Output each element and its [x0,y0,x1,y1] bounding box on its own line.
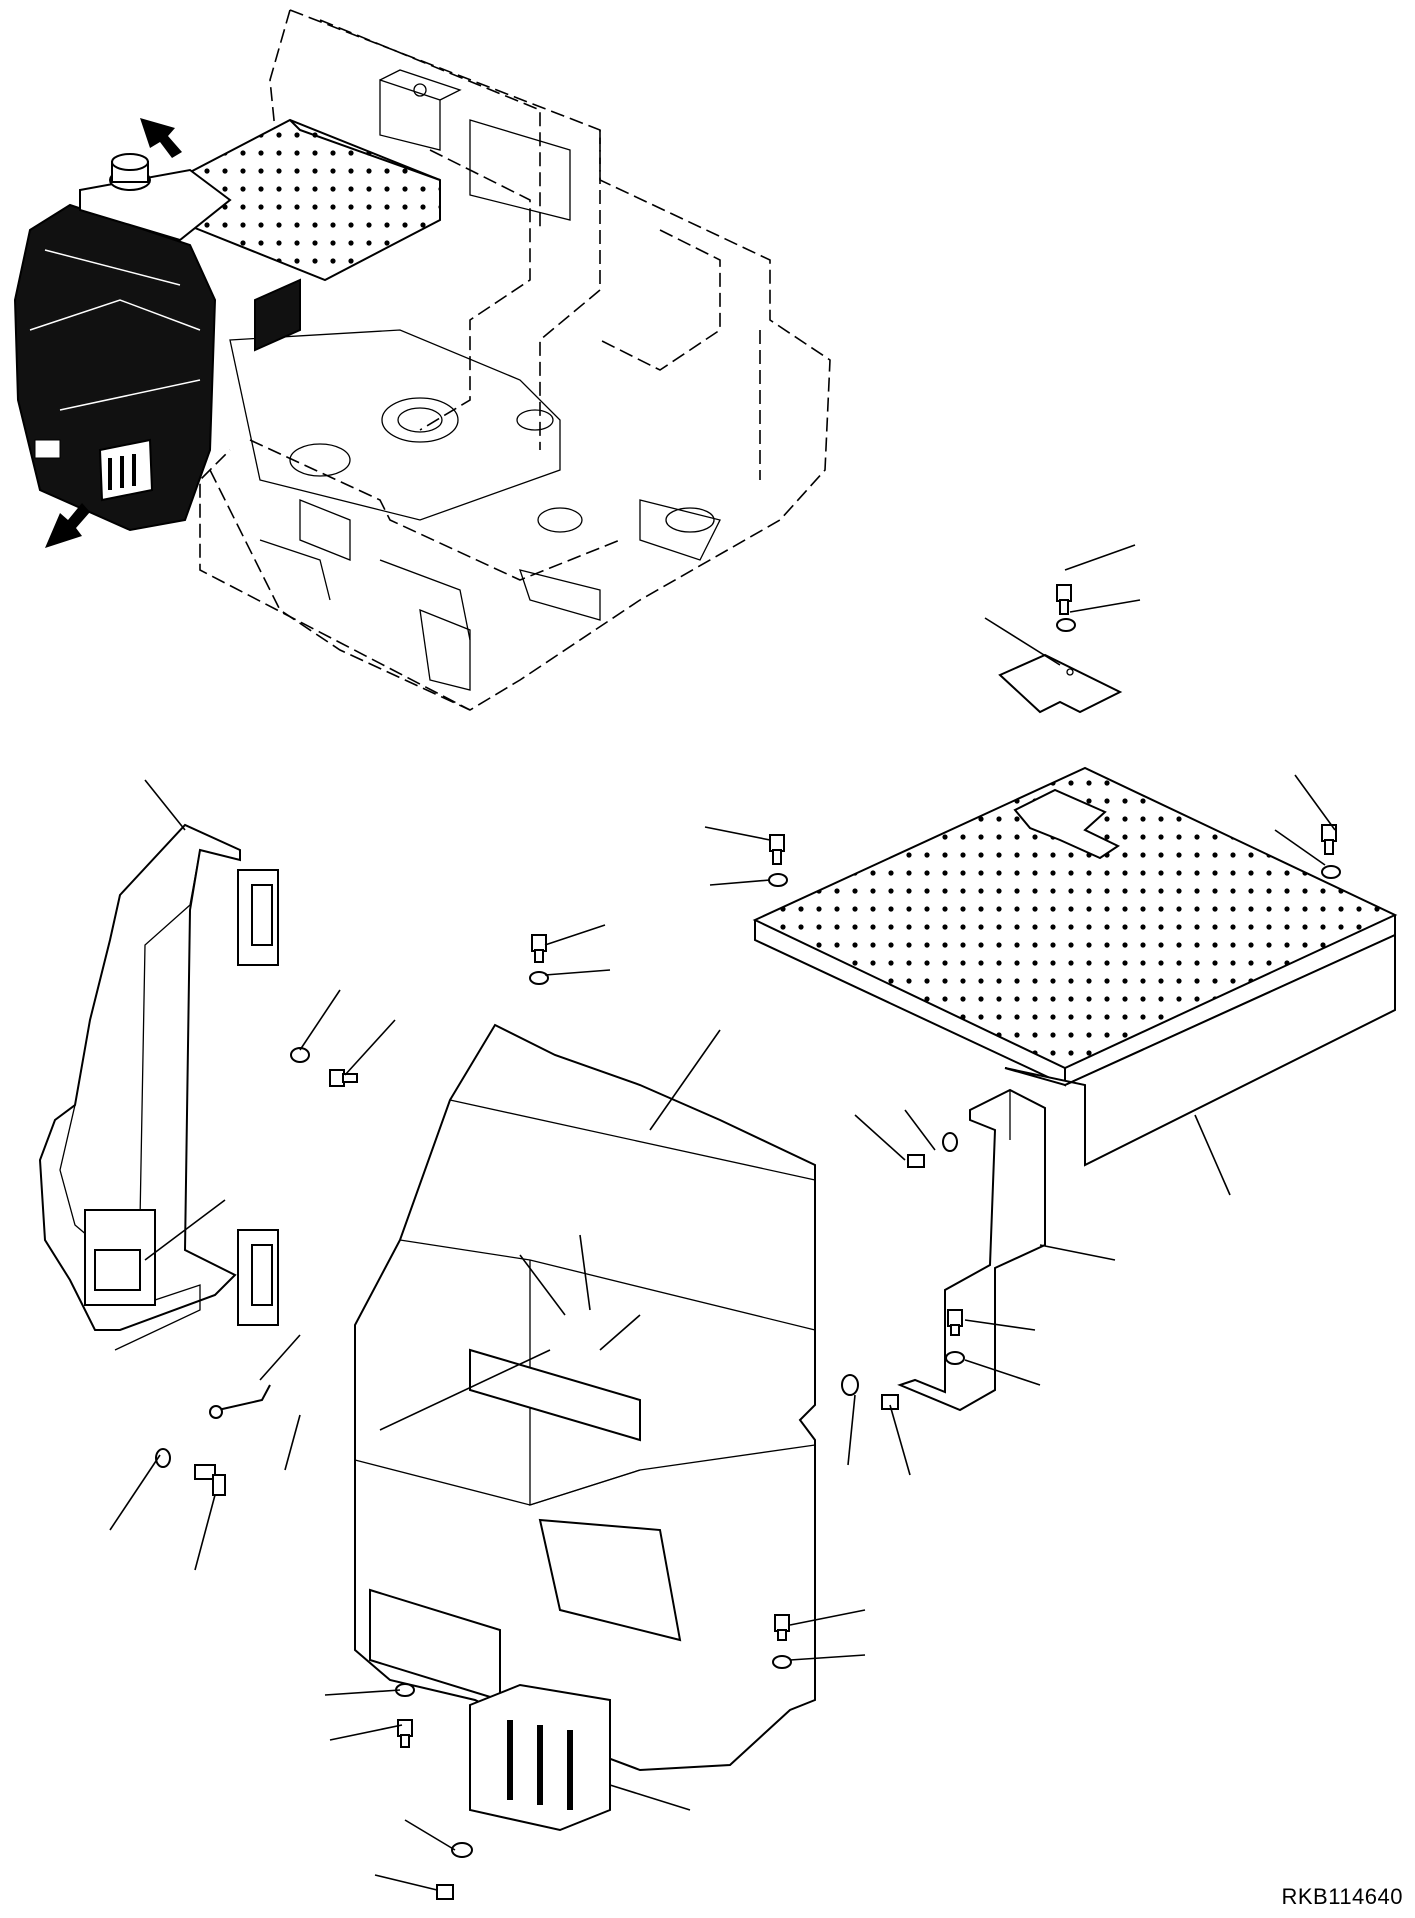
bolt-icon [194,1464,226,1496]
bolt-icon [769,834,785,865]
washer-icon [1321,865,1341,879]
arrow-icon [45,503,90,548]
leader-lines [109,544,1336,1891]
washer-icon [529,971,549,985]
drawing-code: RKB114640 [1281,1884,1403,1909]
washer-icon [768,873,788,887]
bolt-icon [774,1614,790,1641]
washer-icon [772,1655,792,1669]
washer-icon [155,1448,171,1468]
bolt-icon [1056,584,1072,615]
machine-overview [13,9,831,711]
washer-icon [1056,618,1076,632]
bolt-icon [436,1884,454,1900]
bolt-icon [397,1719,413,1748]
bolt-icon [1321,824,1337,855]
bolt-icon [531,934,547,963]
bolt-icon [329,1069,358,1087]
bolt-icon [881,1394,899,1410]
washer-icon [841,1374,859,1396]
side-cover [38,823,358,1496]
bolt-icon [907,1154,925,1168]
washer-icon [942,1132,958,1152]
washer-icon [290,1047,310,1063]
main-cover [354,934,899,1900]
washer-icon [451,1842,473,1858]
perforated-top-cover [752,584,1398,1412]
arrow-icon [140,118,182,158]
bolt-icon [947,1309,963,1336]
washer-icon [945,1351,965,1365]
